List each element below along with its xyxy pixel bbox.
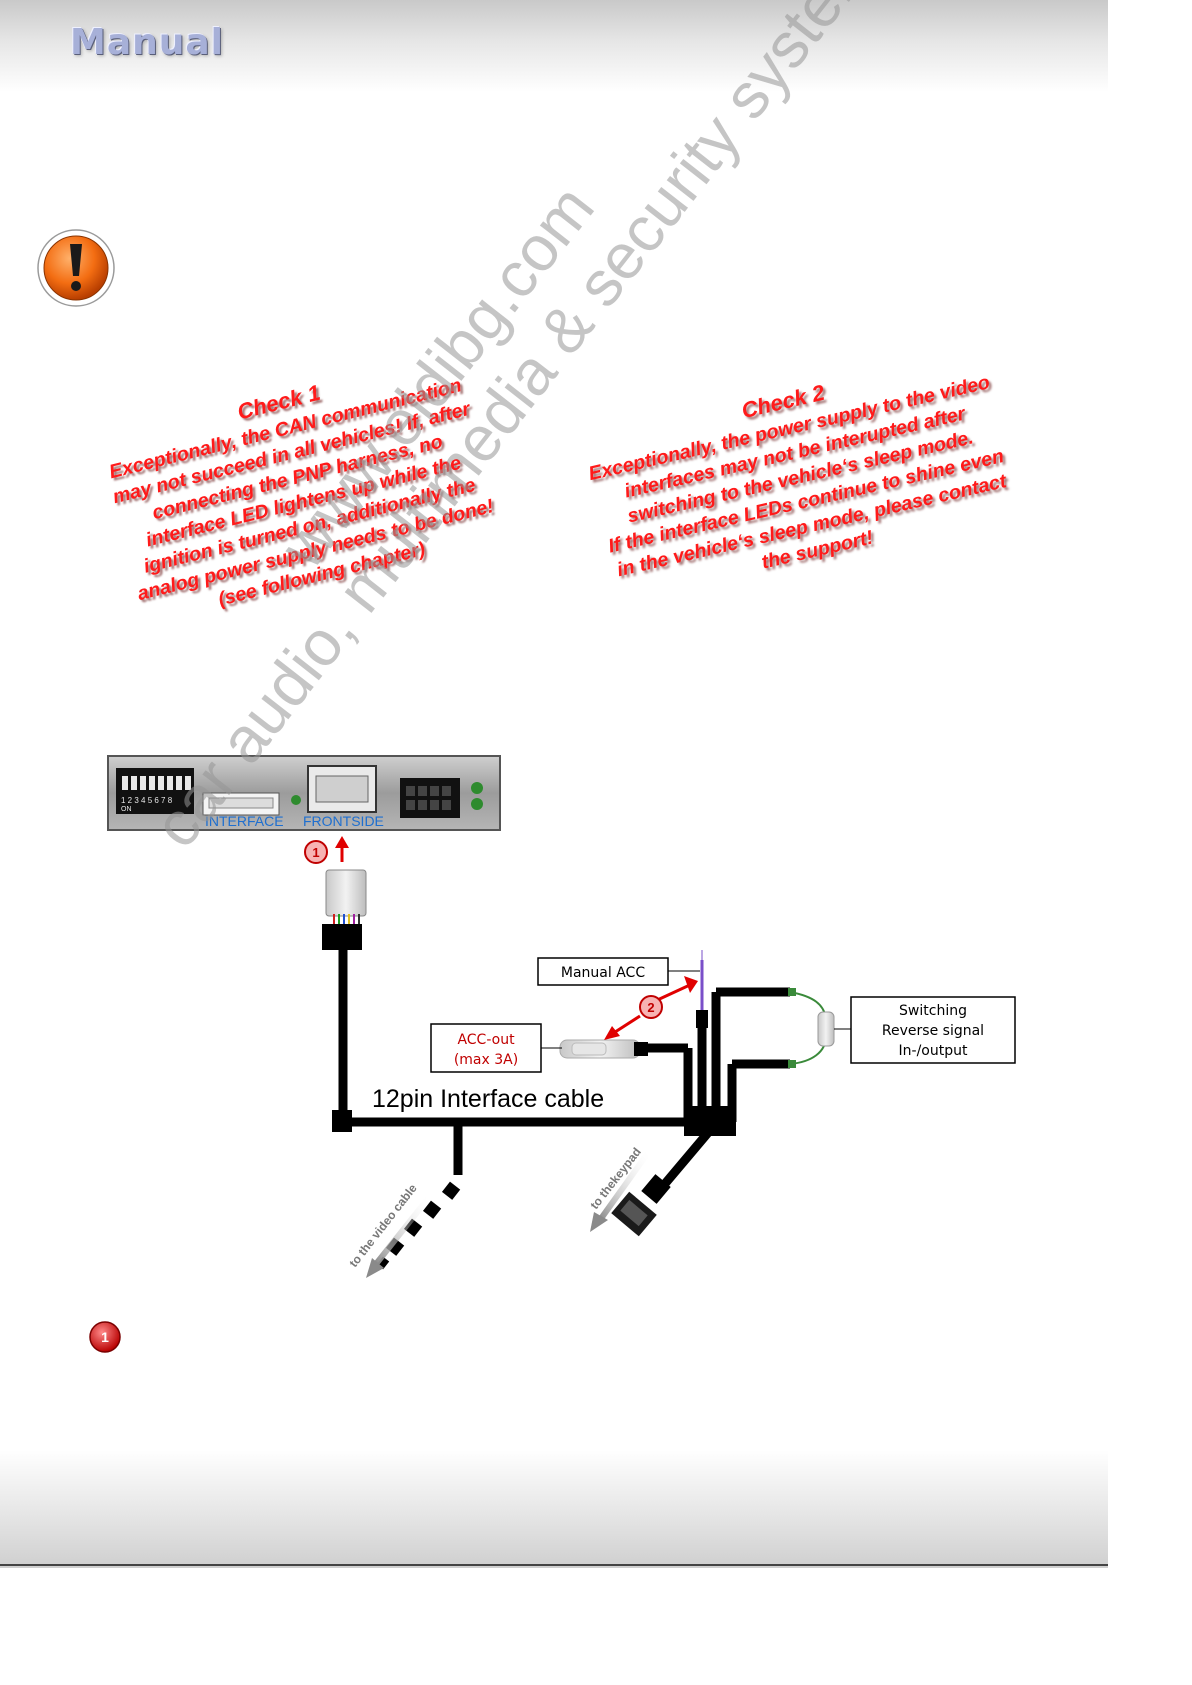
step-1-marker: 1 bbox=[304, 836, 349, 864]
acc-out-plug bbox=[559, 1039, 648, 1059]
page-footer bbox=[0, 1450, 1108, 1568]
switching-label: Switching bbox=[899, 1003, 967, 1019]
acc-out-label: ACC-out bbox=[457, 1032, 515, 1048]
page-header: Manual bbox=[0, 0, 1108, 92]
power-socket bbox=[400, 778, 460, 818]
status-led bbox=[291, 795, 301, 805]
acc-out-max: (max 3A) bbox=[454, 1052, 518, 1068]
dip-on-label: ON bbox=[121, 806, 132, 813]
frontside-label: FRONTSIDE bbox=[303, 813, 384, 829]
exclamation-warning-icon bbox=[37, 229, 115, 307]
interface-box: 1 2 3 4 5 6 7 8 ON INTERFACE FRONTSIDE bbox=[107, 755, 501, 831]
in-output-label: In-/output bbox=[899, 1043, 968, 1059]
grey-arrow-video bbox=[366, 1194, 433, 1278]
footer-divider bbox=[0, 1564, 1108, 1566]
switching-callout: Switching Reverse signal In-/output bbox=[834, 996, 1016, 1064]
header-title: Manual bbox=[70, 22, 225, 63]
manual-acc-callout: Manual ACC bbox=[537, 957, 700, 986]
switching-reverse-wire bbox=[788, 988, 835, 1068]
interface-label: INTERFACE bbox=[205, 813, 284, 829]
harness-plug bbox=[322, 869, 367, 950]
footnote-step-1-badge: 1 bbox=[89, 1321, 121, 1353]
video-cable-dashes bbox=[376, 1181, 461, 1270]
keypad-plug bbox=[611, 1174, 671, 1237]
footnote-step-number: 1 bbox=[101, 1329, 109, 1345]
step-1-number: 1 bbox=[312, 845, 319, 860]
interface-cable bbox=[338, 950, 790, 1195]
reverse-signal-label: Reverse signal bbox=[882, 1023, 984, 1039]
dip-numbers: 1 2 3 4 5 6 7 8 bbox=[121, 796, 173, 805]
grey-arrow-keypad bbox=[590, 1148, 653, 1232]
acc-out-callout: ACC-out (max 3A) bbox=[430, 1023, 562, 1073]
step-2-marker: 2 bbox=[604, 976, 698, 1040]
dip-switch-block bbox=[116, 768, 194, 814]
wiring-diagram: 1 2 3 4 5 6 7 8 ON INTERFACE FRONTSIDE 1 bbox=[107, 755, 1016, 1278]
cable-title: 12pin Interface cable bbox=[372, 1085, 604, 1113]
step-2-number: 2 bbox=[647, 1000, 654, 1015]
manual-acc-label: Manual ACC bbox=[561, 965, 645, 981]
